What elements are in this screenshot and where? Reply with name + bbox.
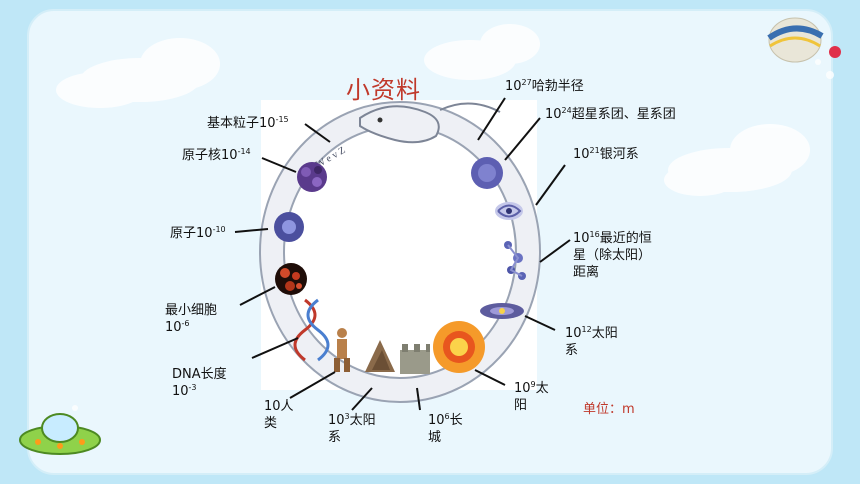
label-hubble-radius: 1027哈勃半径 (505, 78, 584, 95)
cell-icon (275, 263, 307, 295)
nearest-star-icon (504, 241, 526, 280)
pyramid-icon (365, 340, 395, 372)
label-particle: 基本粒子10-15 (207, 115, 289, 132)
unit-label: 单位：m (583, 402, 635, 417)
great-wall-icon (400, 344, 430, 374)
sun-icon (433, 321, 485, 373)
label-dna: DNA长度 10-3 (172, 367, 227, 399)
human-icon (334, 328, 350, 372)
label-galaxy: 1021银河系 (573, 146, 639, 163)
leader-lines (234, 97, 571, 411)
nucleus-icon (297, 162, 327, 192)
snake-head-icon (359, 102, 501, 144)
label-supercluster: 1024超星系团、星系团 (545, 106, 676, 123)
label-atom: 原子10-10 (170, 225, 226, 242)
label-human: 10人 类 (264, 399, 294, 431)
cloud-decor (56, 24, 810, 196)
label-nearest-star: 1016最近的恒 星（除太阳） 距离 (573, 230, 652, 281)
page-title: 小资料 (346, 76, 421, 104)
label-solar-system: 1012太阳 系 (565, 325, 618, 359)
dna-icon (293, 298, 330, 362)
label-great-wall: 106长 城 (428, 412, 463, 446)
label-cell: 最小细胞 10-6 (165, 303, 218, 335)
label-pyramid: 103太阳 系 (328, 412, 376, 446)
planet-icon (767, 17, 841, 63)
label-nucleus: 原子核10-14 (182, 147, 251, 164)
ufo-icon (19, 413, 101, 455)
supercluster-icon (471, 157, 503, 189)
galaxy-icon (495, 202, 523, 220)
atom-icon (274, 212, 304, 242)
solar-system-icon (480, 303, 524, 319)
label-sun: 109太 阳 (514, 380, 549, 414)
